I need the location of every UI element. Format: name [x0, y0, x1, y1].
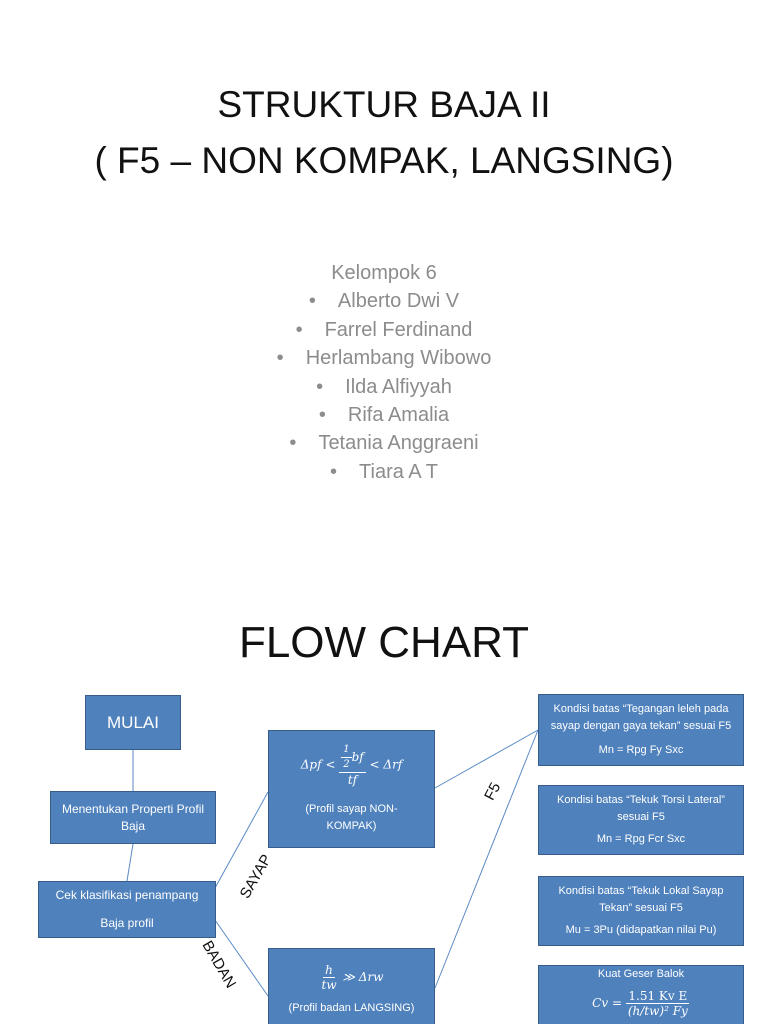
title-slide: STRUKTUR BAJA II ( F5 – NON KOMPAK, LANG…	[0, 84, 768, 486]
limit-state-box-2: Kondisi batas “Tekuk Torsi Lateral” sesu…	[538, 785, 744, 855]
web-note: (Profil badan LANGSING)	[288, 1002, 415, 1014]
member-item: • Alberto Dwi V	[0, 287, 768, 315]
bullet-icon: •	[276, 347, 284, 370]
limit-state-box-1: Kondisi batas “Tegangan leleh pada sayap…	[538, 694, 744, 766]
start-box: MULAI	[85, 695, 181, 750]
properties-label: Menentukan Properti Profil Baja	[61, 801, 205, 833]
web-formula-rhs: ≫ Δrw	[342, 970, 384, 984]
flange-tf: tf	[347, 773, 358, 787]
connector-lines	[126, 729, 539, 997]
flange-formula-rhs: < Δrf	[369, 757, 403, 772]
classification-box: Cek klasifikasi penampang Baja profil	[38, 881, 216, 938]
web-h: h	[323, 963, 335, 978]
web-formula: h tw ≫ Δrw	[320, 963, 384, 992]
bullet-icon: •	[316, 375, 324, 398]
member-item: • Tetania Anggraeni	[0, 429, 768, 457]
limit2-formula: Mn = Rpg Fcr Sxc	[596, 833, 686, 846]
member-name: Alberto Dwi V	[337, 290, 460, 313]
member-name: Tetania Anggraeni	[318, 432, 479, 455]
flowchart-slide: FLOW CHART MULAI Menentukan Properti Pro…	[0, 568, 768, 1024]
slide-title-line1: STRUKTUR BAJA II	[217, 84, 551, 125]
start-label: MULAI	[107, 713, 159, 732]
member-item: • Farrel Ferdinand	[0, 316, 768, 344]
shear-formula: Cv = 1.51 Kv E (h/tw)² Fy	[592, 989, 690, 1018]
half-numerator: 1	[341, 743, 352, 758]
connector-properties-classification	[126, 843, 134, 882]
connector-classification-flange	[214, 791, 269, 889]
limit-state-box-3: Kondisi batas “Tekuk Lokal Sayap Tekan” …	[538, 876, 744, 946]
member-name: Farrel Ferdinand	[324, 318, 473, 341]
member-name: Ilda Alfiyyah	[345, 375, 452, 398]
connector-classification-web	[214, 919, 269, 997]
classification-label-2: Baja profil	[100, 915, 154, 930]
limit1-text: Kondisi batas “Tegangan leleh pada sayap…	[550, 703, 732, 733]
classification-label-1: Cek klasifikasi penampang	[55, 888, 199, 903]
member-item: • Tiara A T	[0, 458, 768, 486]
member-item: • Ilda Alfiyyah	[0, 373, 768, 401]
limit2-text: Kondisi batas “Tekuk Torsi Lateral” sesu…	[557, 793, 725, 823]
connector-web-f5	[434, 729, 539, 989]
shear-denominator: (h/tw)² Fy	[627, 1004, 688, 1018]
group-name: Kelompok 6	[331, 262, 437, 284]
shear-title: Kuat Geser Balok	[597, 968, 685, 980]
bullet-icon: •	[308, 290, 316, 313]
member-name: Rifa Amalia	[347, 403, 450, 426]
shear-numerator: 1.51 Kv E	[626, 989, 690, 1004]
flange-bf: bf	[351, 750, 364, 764]
shear-formula-lhs: Cv =	[592, 996, 623, 1010]
bullet-icon: •	[295, 318, 303, 341]
member-name: Tiara A T	[359, 460, 438, 483]
limit3-formula: Mu = 3Pu (didapatkan nilai Pu)	[565, 924, 717, 937]
shear-box: Kuat Geser Balok Cv = 1.51 Kv E (h/tw)² …	[538, 965, 744, 1024]
member-item: • Herlambang Wibowo	[0, 344, 768, 372]
web-check-box: h tw ≫ Δrw (Profil badan LANGSING)	[268, 948, 435, 1024]
member-item: • Rifa Amalia	[0, 401, 768, 429]
member-list: Kelompok 6 • Alberto Dwi V • Farrel Ferdin…	[0, 259, 768, 486]
member-name: Herlambang Wibowo	[305, 347, 492, 370]
limit3-text: Kondisi batas “Tekuk Lokal Sayap Tekan” …	[558, 884, 724, 914]
bullet-icon: •	[330, 460, 338, 483]
half-denominator: 2	[343, 759, 350, 770]
flange-formula-lhs: Δpf <	[300, 757, 336, 772]
shear-fraction: 1.51 Kv E (h/tw)² Fy	[626, 989, 690, 1018]
web-fraction: h tw	[320, 963, 339, 992]
bullet-icon: •	[318, 403, 326, 426]
slide-title-line2: ( F5 – NON KOMPAK, LANGSING)	[94, 140, 674, 181]
flowchart-title: FLOW CHART	[238, 618, 530, 667]
bullet-icon: •	[289, 432, 297, 455]
connector-flange-f5	[434, 729, 539, 789]
limit1-formula: Mn = Rpg Fy Sxc	[598, 743, 684, 756]
properties-box: Menentukan Properti Profil Baja	[50, 791, 216, 844]
flange-note: (Profil sayap NON-KOMPAK)	[305, 803, 398, 832]
web-tw: tw	[321, 978, 337, 992]
